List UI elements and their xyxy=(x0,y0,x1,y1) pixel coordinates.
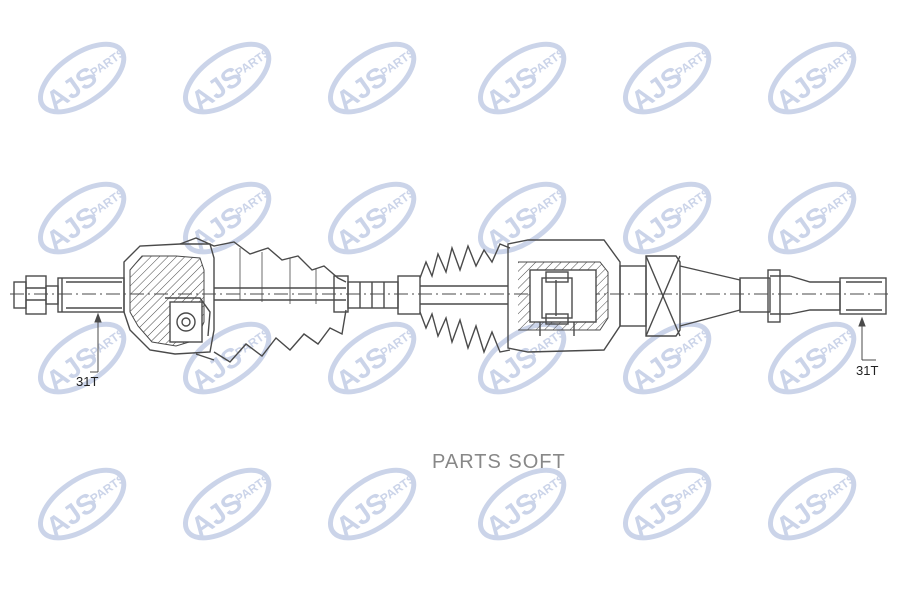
inner-output-shaft xyxy=(619,255,841,337)
outer-boot xyxy=(179,237,347,363)
right-spline-callout xyxy=(858,316,876,361)
right-spline-count-label: 31T xyxy=(856,363,878,378)
left-spline-callout xyxy=(90,312,102,373)
right-spline-stub xyxy=(839,277,887,315)
drive-shaft xyxy=(10,237,890,373)
left-spline-count-label: 31T xyxy=(76,374,98,389)
inner-tripod-joint xyxy=(507,239,621,353)
parts-soft-watermark: PARTS SOFT xyxy=(432,451,566,473)
inner-boot xyxy=(419,243,511,355)
outer-cv-joint xyxy=(123,243,215,361)
main-shaft xyxy=(214,275,508,315)
left-spline-stub xyxy=(57,277,125,313)
left-axle-nut xyxy=(13,275,59,315)
